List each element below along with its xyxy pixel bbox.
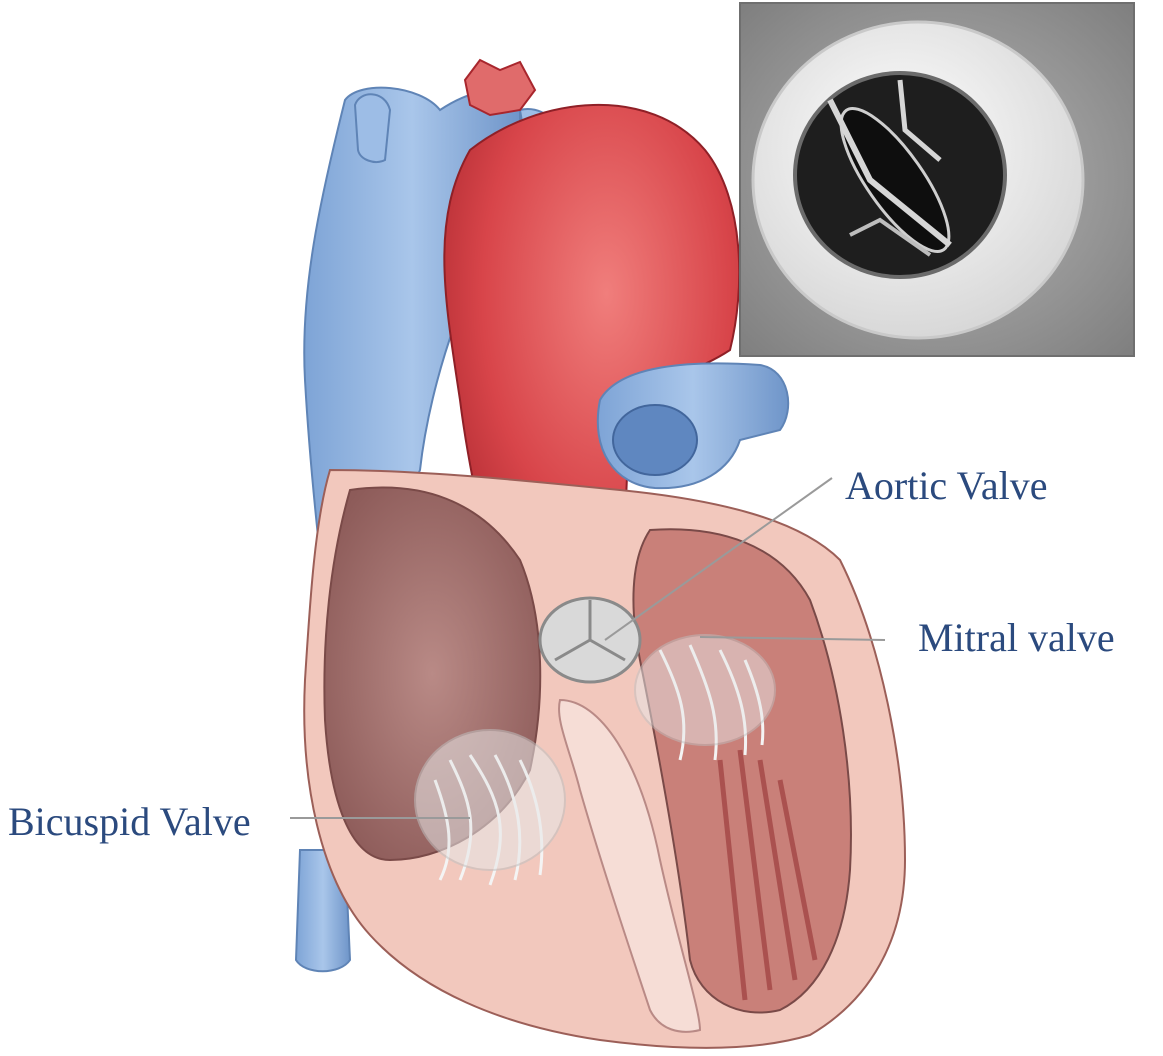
mitral-valve-leaflets	[635, 635, 775, 745]
bicuspid-valve-label: Bicuspid Valve	[8, 802, 251, 842]
aortic-valve-label: Aortic Valve	[845, 466, 1048, 506]
pulmonary-vein-lumen	[613, 405, 697, 475]
vessel-branch-left	[355, 94, 390, 162]
prosthetic-valve-inset	[740, 3, 1134, 356]
mitral-valve-label: Mitral valve	[918, 618, 1115, 658]
bicuspid-valve-leaflets	[415, 730, 565, 870]
artery-tip	[465, 60, 535, 115]
